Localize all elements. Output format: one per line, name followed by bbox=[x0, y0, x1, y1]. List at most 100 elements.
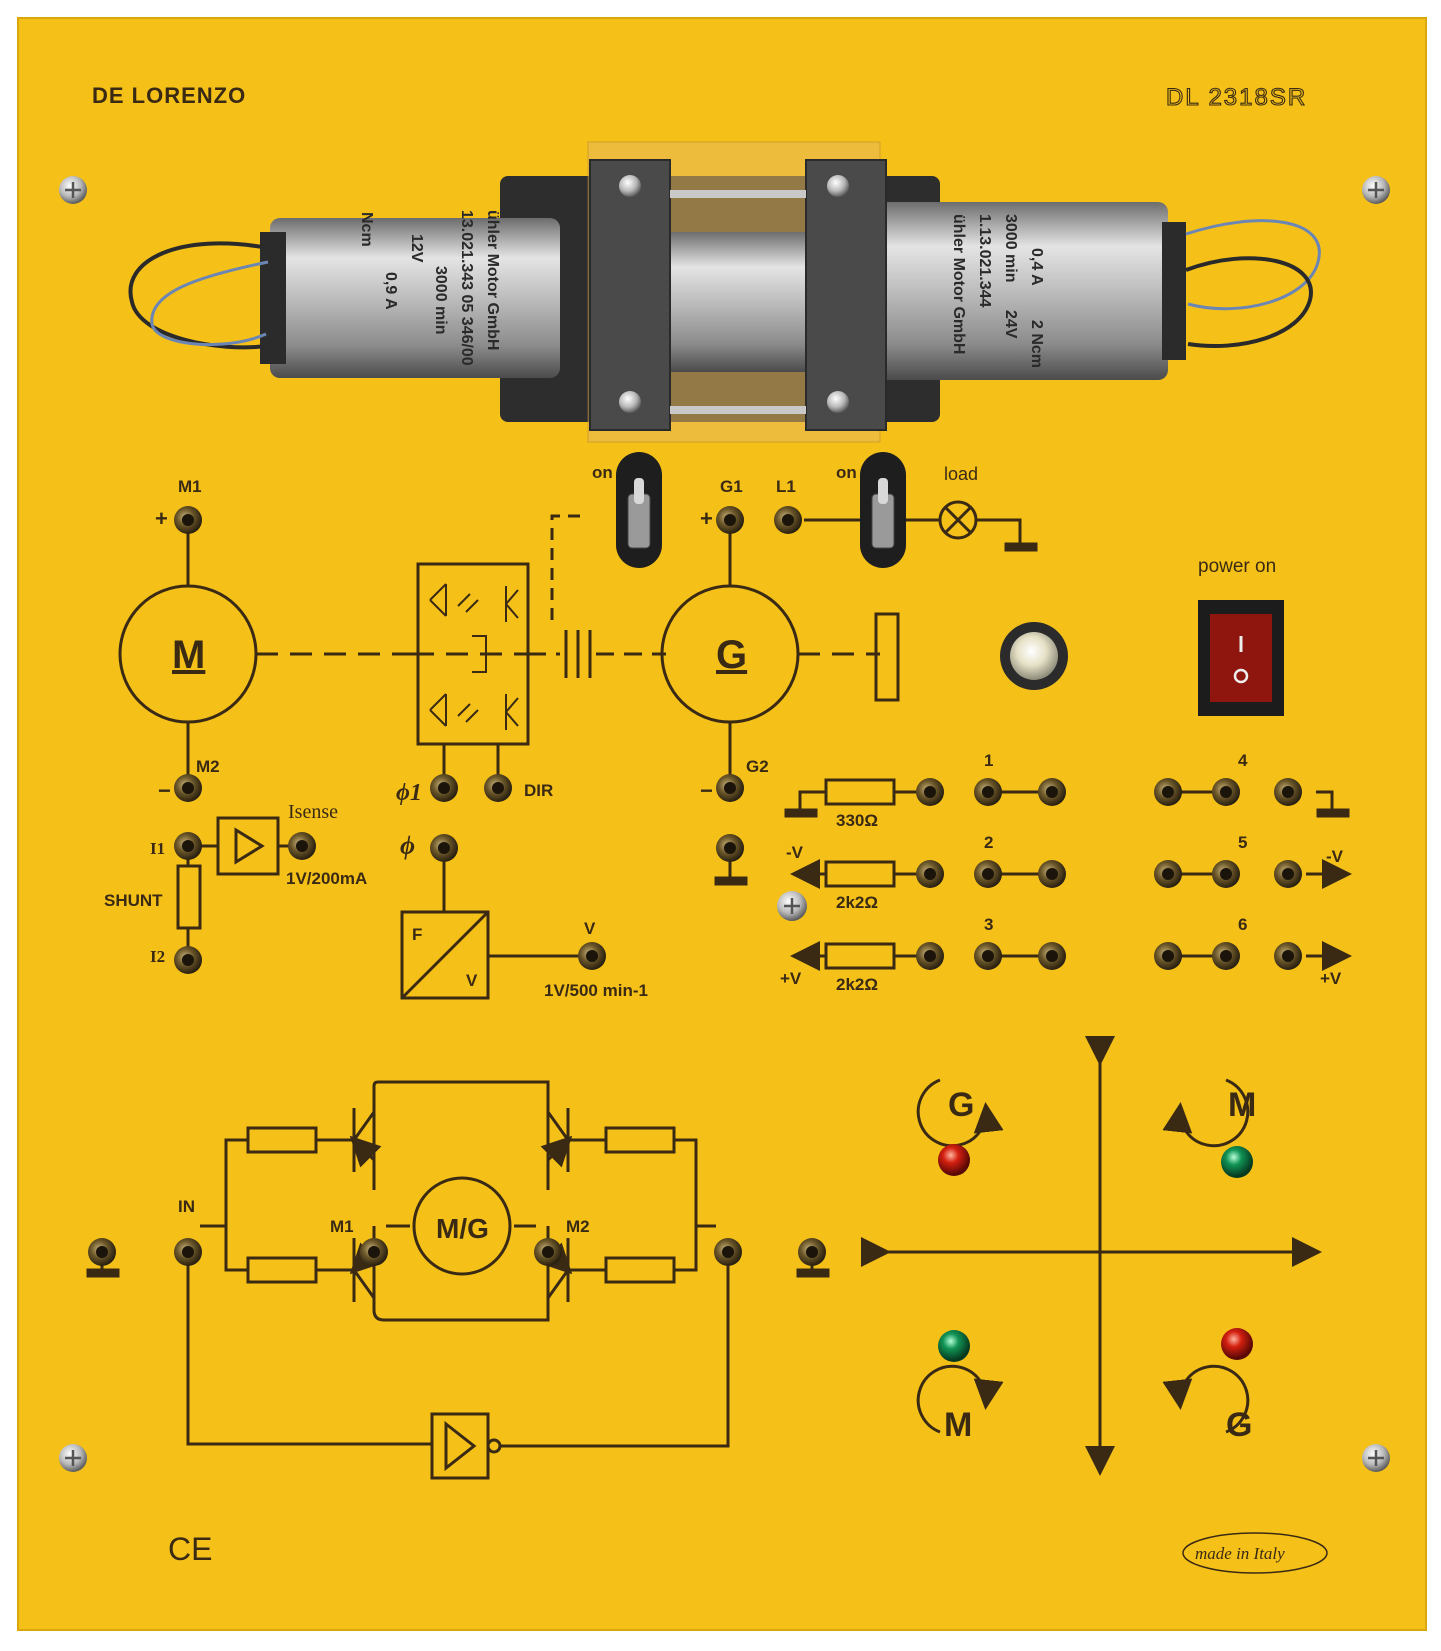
label-quadrant-m-bl: M bbox=[944, 1406, 972, 1444]
banana-socket-icon[interactable] bbox=[1274, 942, 1302, 970]
banana-socket-icon[interactable] bbox=[974, 778, 1002, 806]
screw-icon bbox=[1362, 1444, 1390, 1472]
banana-socket-icon[interactable] bbox=[430, 774, 458, 802]
banana-socket-icon[interactable] bbox=[174, 774, 202, 802]
banana-socket-icon[interactable] bbox=[1038, 942, 1066, 970]
banana-socket-icon[interactable] bbox=[974, 942, 1002, 970]
banana-socket-icon[interactable] bbox=[714, 1238, 742, 1266]
banana-socket-icon[interactable] bbox=[716, 834, 744, 862]
label-m1: M1 bbox=[178, 477, 202, 496]
banana-socket-icon[interactable] bbox=[916, 860, 944, 888]
banana-socket-icon[interactable] bbox=[1212, 778, 1240, 806]
screw-icon bbox=[1362, 176, 1390, 204]
screw-icon bbox=[59, 176, 87, 204]
banana-socket-icon[interactable] bbox=[1154, 860, 1182, 888]
left-motor bbox=[270, 218, 560, 378]
ground-icon bbox=[784, 808, 818, 818]
banana-socket-icon[interactable] bbox=[716, 774, 744, 802]
screw-icon bbox=[59, 1444, 87, 1472]
banana-socket-icon[interactable] bbox=[1274, 778, 1302, 806]
banana-socket-icon[interactable] bbox=[916, 942, 944, 970]
rotation-arrow-icon bbox=[916, 1078, 1250, 1434]
label-phi: ϕ bbox=[400, 831, 415, 860]
label-power-on: power on bbox=[1198, 556, 1276, 577]
brand-logo: DE LORENZO bbox=[92, 83, 246, 108]
banana-socket-icon[interactable] bbox=[484, 774, 512, 802]
label-minus-v-right: -V bbox=[1326, 847, 1344, 866]
label-g2: G2 bbox=[746, 757, 769, 776]
banana-socket-icon[interactable] bbox=[1154, 942, 1182, 970]
label-bridge-m1: M1 bbox=[330, 1217, 354, 1236]
banana-socket-icon[interactable] bbox=[174, 506, 202, 534]
encoder-symbol bbox=[429, 583, 519, 730]
banana-socket-icon[interactable] bbox=[430, 834, 458, 862]
label-plus-v-left: +V bbox=[780, 969, 802, 988]
label-n3: 3 bbox=[984, 915, 993, 934]
banana-socket-icon[interactable] bbox=[174, 946, 202, 974]
led-icon bbox=[1221, 1146, 1253, 1178]
led-icon bbox=[938, 1330, 970, 1362]
banana-socket-icon[interactable] bbox=[174, 832, 202, 860]
label-plus-m1: + bbox=[155, 506, 168, 531]
banana-socket-icon[interactable] bbox=[1154, 778, 1182, 806]
label-fv-v: V bbox=[466, 971, 478, 990]
right-motor-label-1: ühler Motor GmbH bbox=[950, 214, 967, 354]
led-icon bbox=[938, 1144, 970, 1176]
label-motor: M bbox=[172, 633, 205, 677]
label-fv-f: F bbox=[412, 925, 422, 944]
label-minus-v-left: -V bbox=[786, 843, 804, 862]
banana-socket-icon[interactable] bbox=[1212, 942, 1240, 970]
banana-socket-icon[interactable] bbox=[534, 1238, 562, 1266]
right-motor bbox=[878, 202, 1168, 380]
label-n5: 5 bbox=[1238, 833, 1247, 852]
left-motor-label-4: 12V bbox=[408, 234, 425, 263]
banana-socket-icon[interactable] bbox=[578, 942, 606, 970]
power-switch[interactable] bbox=[1198, 600, 1284, 716]
banana-socket-icon[interactable] bbox=[288, 832, 316, 860]
label-bridge-m2: M2 bbox=[566, 1217, 590, 1236]
right-motor-label-4: 0,4 A bbox=[1028, 248, 1045, 286]
banana-socket-icon[interactable] bbox=[774, 506, 802, 534]
banana-socket-icon[interactable] bbox=[716, 506, 744, 534]
banana-socket-icon[interactable] bbox=[88, 1238, 116, 1266]
ground-icon bbox=[714, 860, 748, 886]
banana-socket-icon[interactable] bbox=[974, 860, 1002, 888]
label-plus-v-right: +V bbox=[1320, 969, 1342, 988]
label-m2: M2 bbox=[196, 757, 220, 776]
label-mg: M/G bbox=[436, 1213, 489, 1244]
banana-socket-icon[interactable] bbox=[916, 778, 944, 806]
label-minus-g2: − bbox=[700, 778, 713, 803]
label-phi1: ϕ1 bbox=[396, 780, 422, 806]
label-quadrant-m-tr: M bbox=[1228, 1086, 1256, 1124]
banana-socket-icon[interactable] bbox=[1038, 778, 1066, 806]
label-isense: Isense bbox=[288, 801, 338, 823]
right-motor-label-6: 2 Ncm bbox=[1028, 320, 1045, 368]
label-v-out: V bbox=[584, 919, 596, 938]
banana-socket-icon[interactable] bbox=[174, 1238, 202, 1266]
label-on-left: on bbox=[592, 463, 613, 482]
left-motor-label-3: 3000 min bbox=[432, 266, 449, 334]
label-dir: DIR bbox=[524, 781, 553, 800]
toggle-switch-right[interactable] bbox=[860, 452, 906, 568]
label-quadrant-g-br: G bbox=[1226, 1406, 1252, 1444]
motor-assembly: ühler Motor GmbH 13.021.343 05 346/00 30… bbox=[128, 141, 1321, 443]
banana-socket-icon[interactable] bbox=[1212, 860, 1240, 888]
label-fv-scale: 1V/500 min-1 bbox=[544, 981, 648, 1000]
led-icon bbox=[1221, 1328, 1253, 1360]
label-on-right: on bbox=[836, 463, 857, 482]
label-g1: G1 bbox=[720, 477, 743, 496]
banana-socket-icon[interactable] bbox=[360, 1238, 388, 1266]
lamp-icon bbox=[1000, 622, 1068, 690]
label-r2: 2k2Ω bbox=[836, 893, 878, 912]
label-i2: I2 bbox=[150, 947, 165, 966]
banana-socket-icon[interactable] bbox=[1274, 860, 1302, 888]
right-motor-label-2: 1.13.021.344 bbox=[976, 214, 993, 308]
banana-socket-icon[interactable] bbox=[798, 1238, 826, 1266]
toggle-switch-left[interactable] bbox=[616, 452, 662, 568]
screw-icon bbox=[777, 891, 807, 921]
label-plus-g1: + bbox=[700, 506, 713, 531]
banana-socket-icon[interactable] bbox=[1038, 860, 1066, 888]
label-l1: L1 bbox=[776, 477, 796, 496]
ce-mark: CE bbox=[168, 1531, 212, 1567]
